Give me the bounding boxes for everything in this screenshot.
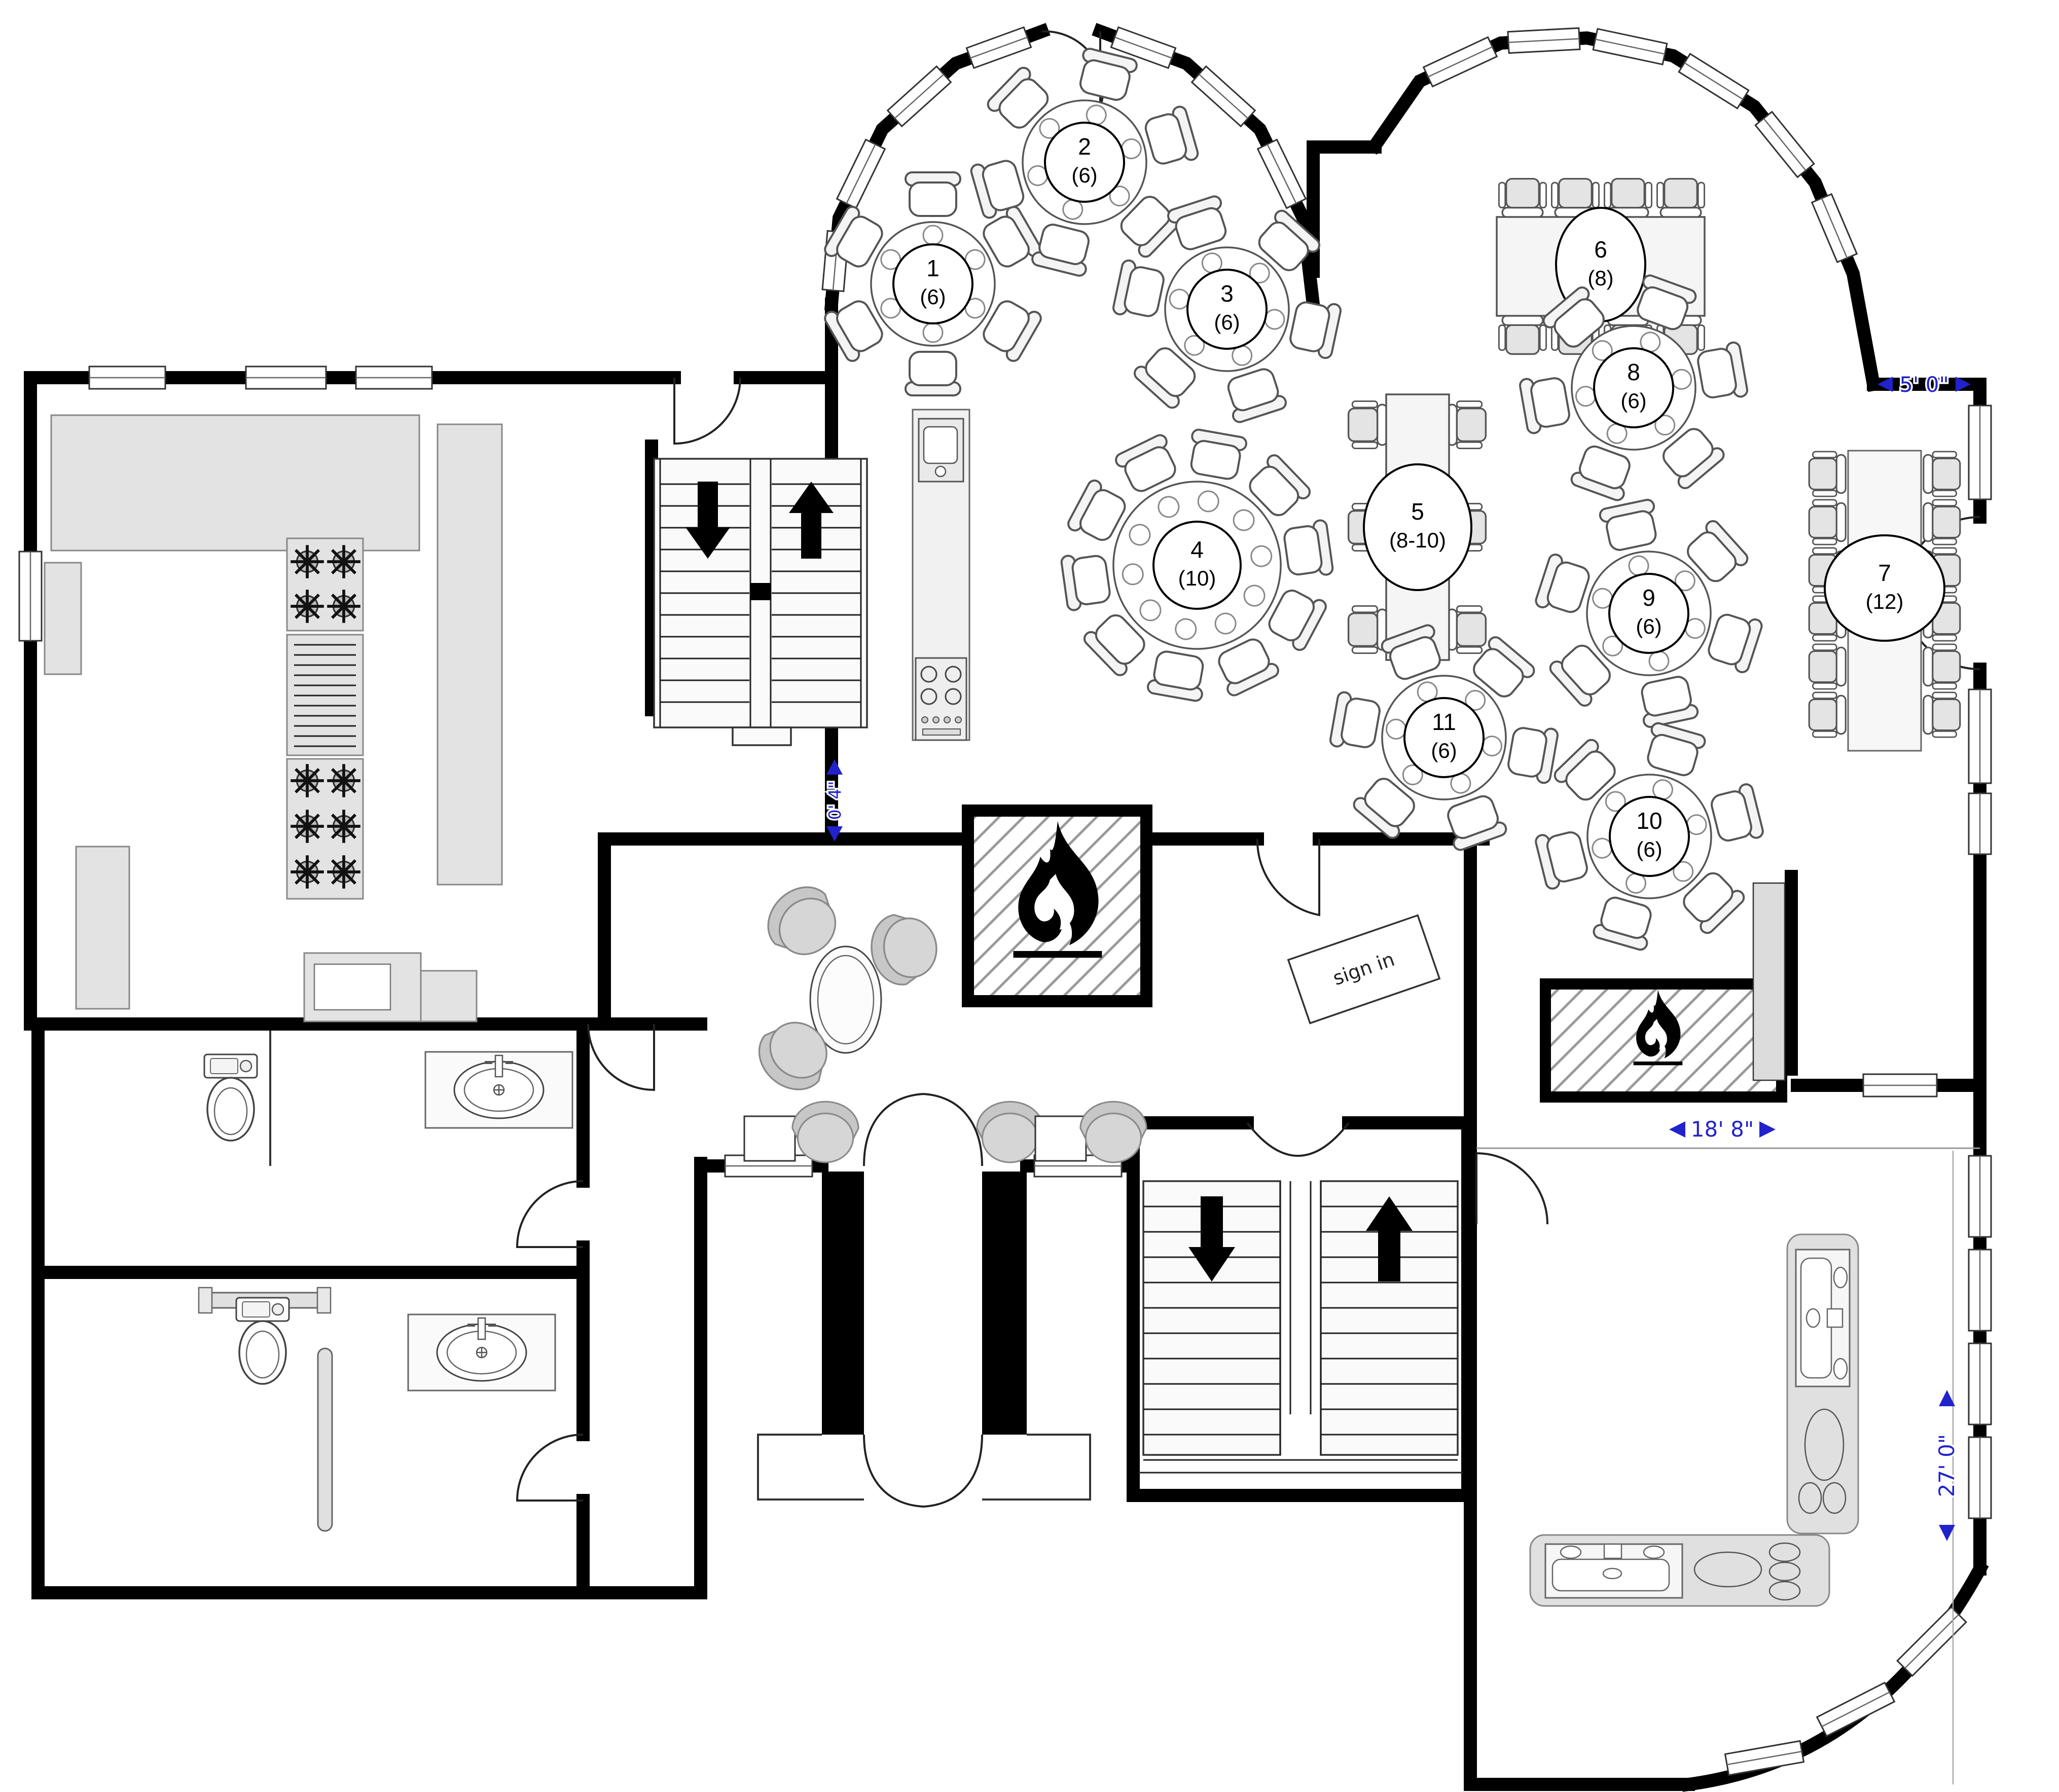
dimension-lounge-height: 27' 0"	[1933, 1151, 1961, 1784]
down-arrow-icon	[685, 482, 730, 559]
table-7	[1808, 450, 1961, 752]
fireplace-left	[962, 804, 1152, 1007]
lounge-room-door-arc	[1475, 1152, 1548, 1225]
kitchen	[44, 409, 970, 1022]
restroom-upper	[203, 1031, 572, 1166]
island-sink-icon	[1795, 1249, 1851, 1387]
prep-cart	[420, 970, 478, 1022]
kitchen-counter	[50, 414, 420, 552]
svg-text:0' 4": 0' 4"	[825, 781, 845, 820]
doors	[516, 30, 1980, 1508]
griddle	[286, 634, 364, 756]
svg-text:11(6): 11(6)	[1431, 709, 1457, 762]
kitchen-island-counter	[437, 423, 503, 886]
windows	[18, 26, 1992, 1776]
kitchen-side-counter	[44, 562, 82, 675]
staircase-upper	[653, 458, 868, 746]
restroom1-door-arc	[516, 1180, 584, 1248]
svg-text:1(6): 1(6)	[920, 255, 946, 309]
entry-porch-walls	[757, 1434, 1091, 1501]
island-sink2-icon	[1544, 1543, 1683, 1599]
svg-text:18' 8": 18' 8"	[1691, 1117, 1754, 1142]
toilet-icon	[203, 1053, 258, 1142]
lounge-area	[745, 873, 943, 1104]
dimensions: 5' 0" 18' 8" 27' 0" 0' 4"	[823, 371, 1980, 1784]
kitchen-hall-door-arc	[673, 377, 741, 445]
up-arrow-icon	[1366, 1196, 1413, 1282]
grab-bar-vertical	[317, 1347, 333, 1532]
table-3	[1088, 169, 1366, 450]
svg-text:5(8-10): 5(8-10)	[1389, 498, 1446, 552]
table-9	[1518, 482, 1780, 746]
island-burner	[1693, 1551, 1762, 1588]
lobby-door-arc	[1256, 838, 1320, 917]
fireplace-right	[1540, 882, 1787, 1103]
svg-text:5' 0": 5' 0"	[1899, 372, 1949, 397]
toilet-icon	[235, 1297, 290, 1385]
svg-text:3(6): 3(6)	[1214, 280, 1240, 334]
svg-text:7(12): 7(12)	[1866, 560, 1904, 613]
island-burner	[1804, 1408, 1845, 1481]
hall-door-arc	[587, 1023, 655, 1091]
sink-icon	[425, 1052, 572, 1128]
sign-in-desk: sign in	[1287, 914, 1441, 1025]
dimension-top-right: 5' 0"	[1877, 371, 1971, 399]
range-4-burner	[286, 537, 364, 632]
side-table	[1034, 1115, 1087, 1162]
armchair	[791, 1101, 859, 1163]
prep-table	[75, 846, 130, 1010]
pass-range-icon	[915, 657, 967, 741]
armchair	[976, 1101, 1044, 1163]
staircase-lower	[1138, 1180, 1463, 1474]
stair-door-arc	[1246, 1122, 1350, 1157]
down-arrow-icon	[1188, 1196, 1235, 1282]
coffee-table	[817, 955, 875, 1045]
restroom2-door-arc	[516, 1434, 584, 1502]
table-5	[1347, 393, 1487, 661]
up-arrow-icon	[789, 482, 834, 559]
dimension-lounge-width: 18' 8"	[1476, 1115, 1980, 1149]
svg-text:6(8): 6(8)	[1587, 236, 1613, 290]
svg-text:27' 0": 27' 0"	[1934, 1434, 1959, 1497]
tables: 1(6) 2(6) 3(6) 4(10) 5(8-10) 6(8)	[822, 27, 1961, 974]
vestibule-inner-doors	[863, 1093, 983, 1166]
kitchenette-island	[1529, 1233, 1859, 1607]
table-4	[1040, 410, 1354, 721]
svg-text:8(6): 8(6)	[1620, 359, 1646, 413]
pass-counter	[912, 409, 970, 741]
svg-text:9(6): 9(6)	[1636, 584, 1661, 638]
vestibule-seating	[743, 1101, 1147, 1163]
table-1-number: 1	[926, 255, 940, 281]
table-1-capacity: (6)	[920, 285, 946, 309]
fireplace-side-panel	[1752, 882, 1786, 1081]
svg-text:2(6): 2(6)	[1071, 133, 1097, 187]
dimension-stair-clearance: 0' 4"	[823, 759, 847, 842]
vestibule-front-doors	[863, 1434, 983, 1508]
table-2	[951, 27, 1219, 297]
side-table	[743, 1115, 796, 1162]
svg-text:10(6): 10(6)	[1636, 808, 1662, 861]
pass-sink-icon	[918, 418, 964, 483]
range-6-burner	[286, 758, 364, 900]
svg-text:4(10): 4(10)	[1178, 536, 1216, 590]
sink-icon	[408, 1314, 555, 1391]
restroom-lower	[198, 1287, 555, 1532]
